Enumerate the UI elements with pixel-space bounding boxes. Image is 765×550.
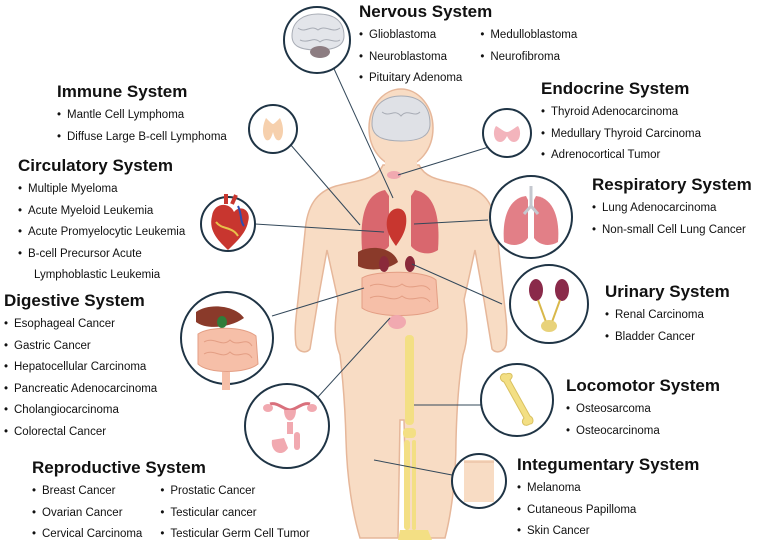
- list-item: Hepatocellular Carcinoma: [4, 357, 157, 379]
- body-bladder: [388, 315, 406, 329]
- reproductive-system-group: Reproductive System Breast Cancer Ovaria…: [32, 458, 310, 546]
- body-heart: [386, 208, 407, 246]
- integumentary-system-list: Melanoma Cutaneous Papilloma Skin Cancer: [517, 478, 699, 543]
- reproductive-organs-icon: [244, 383, 330, 469]
- list-item: B-cell Precursor Acute: [18, 244, 185, 266]
- thyroid-icon: [482, 108, 532, 158]
- endocrine-system-title: Endocrine System: [541, 79, 690, 98]
- integumentary-system-group: Integumentary System Melanoma Cutaneous …: [517, 455, 699, 543]
- circulatory-system-group: Circulatory System Multiple Myeloma Acut…: [18, 156, 185, 287]
- body-brain: [371, 95, 431, 142]
- leader-lines: [254, 59, 503, 476]
- body-kidney-right: [379, 256, 389, 272]
- locomotor-system-group: Locomotor System Osteosarcoma Osteocarci…: [566, 376, 720, 442]
- nervous-system-list-col1: Glioblastoma Neuroblastoma Pituitary Ade…: [359, 25, 462, 90]
- reproductive-system-title: Reproductive System: [32, 458, 206, 477]
- thymus-icon: [248, 104, 298, 154]
- list-item: Melanoma: [517, 478, 699, 500]
- urinary-system-group: Urinary System Renal Carcinoma Bladder C…: [605, 282, 730, 348]
- list-item: Acute Myeloid Leukemia: [18, 201, 185, 223]
- list-item: Cholangiocarcinoma: [4, 400, 157, 422]
- list-item: Adrenocortical Tumor: [541, 145, 701, 167]
- list-item: Esophageal Cancer: [4, 314, 157, 336]
- list-item: Osteocarcinoma: [566, 421, 720, 443]
- locomotor-system-title: Locomotor System: [566, 376, 720, 395]
- immune-system-group: Immune System Mantle Cell Lymphoma Diffu…: [57, 82, 227, 148]
- femur-bone-icon: [480, 363, 554, 437]
- immune-system-list: Mantle Cell Lymphoma Diffuse Large B-cel…: [57, 105, 227, 148]
- list-item: Skin Cancer: [517, 521, 699, 543]
- list-item: Multiple Myeloma: [18, 179, 185, 201]
- nervous-system-list-col2: Medulloblastoma Neurofibroma: [480, 25, 577, 90]
- reproductive-system-list-col2: Prostatic Cancer Testicular cancer Testi…: [160, 481, 309, 546]
- digestive-system-title: Digestive System: [4, 291, 145, 310]
- locomotor-system-list: Osteosarcoma Osteocarcinoma: [566, 399, 720, 442]
- list-item: Breast Cancer: [32, 481, 142, 503]
- body-kidney-left: [405, 256, 415, 272]
- kidneys-bladder-icon: [509, 264, 589, 344]
- list-item: Cervical Carcinoma: [32, 524, 142, 546]
- nervous-system-title: Nervous System: [359, 2, 493, 21]
- list-item: Neuroblastoma: [359, 47, 462, 69]
- list-item: Gastric Cancer: [4, 336, 157, 358]
- circulatory-system-title: Circulatory System: [18, 156, 173, 175]
- list-item-continuation: Lymphoblastic Leukemia: [34, 269, 161, 281]
- integumentary-system-title: Integumentary System: [517, 455, 700, 474]
- list-item: Testicular cancer: [160, 503, 309, 525]
- list-item: Pancreatic Adenocarcinoma: [4, 379, 157, 401]
- lungs-icon: [489, 175, 573, 259]
- list-item: Acute Promyelocytic Leukemia: [18, 222, 185, 244]
- list-item: Thyroid Adenocarcinoma: [541, 102, 701, 124]
- urinary-system-list: Renal Carcinoma Bladder Cancer: [605, 305, 730, 348]
- list-item: Ovarian Cancer: [32, 503, 142, 525]
- list-item: Testicular Germ Cell Tumor: [160, 524, 309, 546]
- respiratory-system-group: Respiratory System Lung Adenocarcinoma N…: [592, 175, 752, 241]
- list-item: Medulloblastoma: [480, 25, 577, 47]
- immune-system-title: Immune System: [57, 82, 188, 101]
- body-thyroid: [387, 171, 401, 179]
- list-item: Glioblastoma: [359, 25, 462, 47]
- respiratory-system-list: Lung Adenocarcinoma Non-small Cell Lung …: [592, 198, 752, 241]
- digestive-system-group: Digestive System Esophageal Cancer Gastr…: [4, 291, 157, 443]
- body-leg-bones: [398, 335, 432, 540]
- respiratory-system-title: Respiratory System: [592, 175, 752, 194]
- list-item: Medullary Thyroid Carcinoma: [541, 124, 701, 146]
- endocrine-system-group: Endocrine System Thyroid Adenocarcinoma …: [541, 79, 701, 167]
- list-item: Colorectal Cancer: [4, 422, 157, 444]
- circulatory-system-list: Multiple Myeloma Acute Myeloid Leukemia …: [18, 179, 185, 287]
- list-item: Prostatic Cancer: [160, 481, 309, 503]
- list-item: Cutaneous Papilloma: [517, 500, 699, 522]
- list-item: Neurofibroma: [480, 47, 577, 69]
- list-item: Pituitary Adenoma: [359, 68, 462, 90]
- digestive-system-list: Esophageal Cancer Gastric Cancer Hepatoc…: [4, 314, 157, 443]
- heart-icon: [200, 194, 256, 252]
- body-intestines: [361, 271, 439, 316]
- list-item: Osteosarcoma: [566, 399, 720, 421]
- endocrine-system-list: Thyroid Adenocarcinoma Medullary Thyroid…: [541, 102, 701, 167]
- reproductive-system-list-col1: Breast Cancer Ovarian Cancer Cervical Ca…: [32, 481, 142, 546]
- list-item: Diffuse Large B-cell Lymphoma: [57, 127, 227, 149]
- list-item: Mantle Cell Lymphoma: [57, 105, 227, 127]
- list-item: Lung Adenocarcinoma: [592, 198, 752, 220]
- digestive-tract-icon: [180, 291, 274, 390]
- list-item: Bladder Cancer: [605, 327, 730, 349]
- body-lungs: [361, 190, 439, 254]
- brain-icon: [283, 6, 351, 74]
- urinary-system-title: Urinary System: [605, 282, 730, 301]
- skin-patch-icon: [451, 453, 507, 509]
- nervous-system-group: Nervous System Glioblastoma Neuroblastom…: [359, 2, 577, 90]
- list-item: Renal Carcinoma: [605, 305, 730, 327]
- list-item: Non-small Cell Lung Cancer: [592, 220, 752, 242]
